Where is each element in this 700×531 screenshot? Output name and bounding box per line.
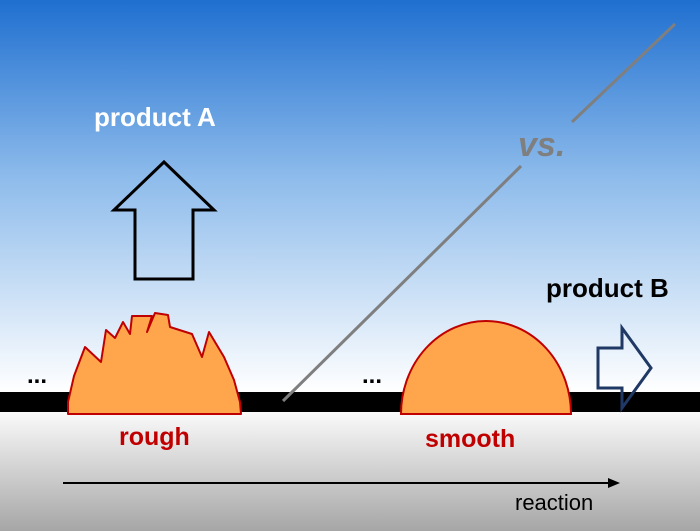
substrate	[0, 412, 700, 531]
product-a-arrow	[110, 159, 218, 281]
smooth-particle	[399, 320, 573, 415]
product-b-arrow	[596, 323, 653, 413]
ellipsis-left: ...	[27, 362, 48, 389]
reaction-axis-label: reaction	[515, 490, 594, 515]
ellipsis-right: ...	[362, 362, 383, 389]
divider-line-lower	[281, 164, 523, 403]
reaction-axis-arrowhead	[608, 478, 620, 488]
rough-label: rough	[119, 423, 190, 451]
product-a-label: product A	[94, 102, 216, 132]
rough-particle	[67, 312, 242, 415]
smooth-label: smooth	[425, 425, 516, 453]
divider-line-upper	[570, 22, 677, 124]
sky-background	[0, 0, 700, 392]
product-b-label: product B	[546, 273, 669, 303]
versus-label: vs.	[518, 126, 566, 164]
